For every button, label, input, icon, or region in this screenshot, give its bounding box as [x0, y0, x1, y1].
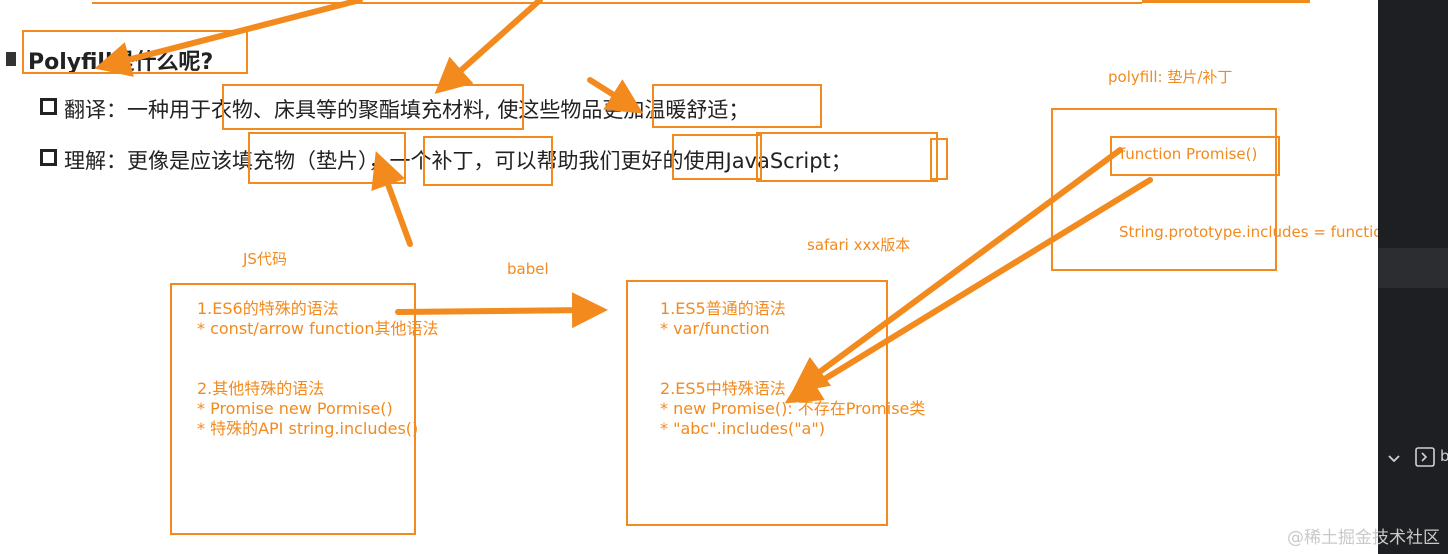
string-includes-text: String.prototype.includes = function() {… [1119, 223, 1428, 241]
highlight-clothing [222, 84, 524, 130]
arrow-to-filler [371, 151, 413, 247]
js-code-label: JS代码 [243, 250, 287, 268]
safari-label: safari xxx版本 [807, 236, 911, 254]
line2-bullet [40, 149, 57, 166]
js-line: * 特殊的API string.includes() [197, 419, 419, 438]
highlight-javascript [756, 132, 938, 182]
highlight-better [672, 134, 762, 180]
top-line-right [1142, 0, 1310, 3]
arrow-to-heading [94, 0, 363, 77]
arrow-to-warm [587, 77, 644, 114]
side-panel-highlight [1378, 248, 1448, 288]
arrow-babel [395, 292, 608, 329]
arrow-includes-to-es5 [784, 177, 1153, 404]
function-promise-text: function Promise() [1120, 145, 1258, 163]
highlight-patch [423, 136, 553, 186]
polyfill-box [1051, 108, 1277, 271]
arrow-to-clothing [434, 0, 543, 94]
understanding-line: 理解：更像是应该填充物（垫片），一个补丁，可以帮助我们更好的使用JavaScri… [64, 149, 852, 173]
editor-side-panel: b [1378, 0, 1448, 554]
es5-line: * var/function [660, 319, 770, 338]
js-line: 1.ES6的特殊的语法 [197, 299, 339, 318]
heading-highlight-box [22, 30, 248, 74]
highlight-semicolon [930, 138, 948, 180]
js-code-content: 1.ES6的特殊的语法 * const/arrow function其他语法 2… [197, 299, 438, 439]
es5-code-content: 1.ES5普通的语法 * var/function 2.ES5中特殊语法 * n… [660, 299, 925, 439]
babel-label: babel [507, 260, 549, 278]
chevron-down-icon[interactable] [1386, 450, 1402, 466]
top-line-left [92, 2, 1142, 4]
es5-line: * "abc".includes("a") [660, 419, 825, 438]
js-code-box [170, 283, 416, 535]
es5-line: 1.ES5普通的语法 [660, 299, 786, 318]
es5-line: * new Promise(): 不存在Promise类 [660, 399, 926, 418]
watermark: @稀土掘金技术社区 [1287, 528, 1440, 548]
terminal-icon[interactable] [1414, 446, 1436, 468]
polyfill-label: polyfill: 垫片/补丁 [1108, 68, 1233, 86]
heading-bullet [6, 52, 16, 66]
side-panel-label: b [1440, 447, 1448, 465]
es5-code-box [626, 280, 888, 526]
es5-line: 2.ES5中特殊语法 [660, 379, 786, 398]
js-line: * const/arrow function其他语法 [197, 319, 439, 338]
js-line: * Promise new Pormise() [197, 399, 393, 418]
highlight-warm [652, 84, 822, 128]
js-line: 2.其他特殊的语法 [197, 379, 325, 398]
line1-bullet [40, 98, 57, 115]
arrow-promise-to-es5 [791, 147, 1123, 393]
